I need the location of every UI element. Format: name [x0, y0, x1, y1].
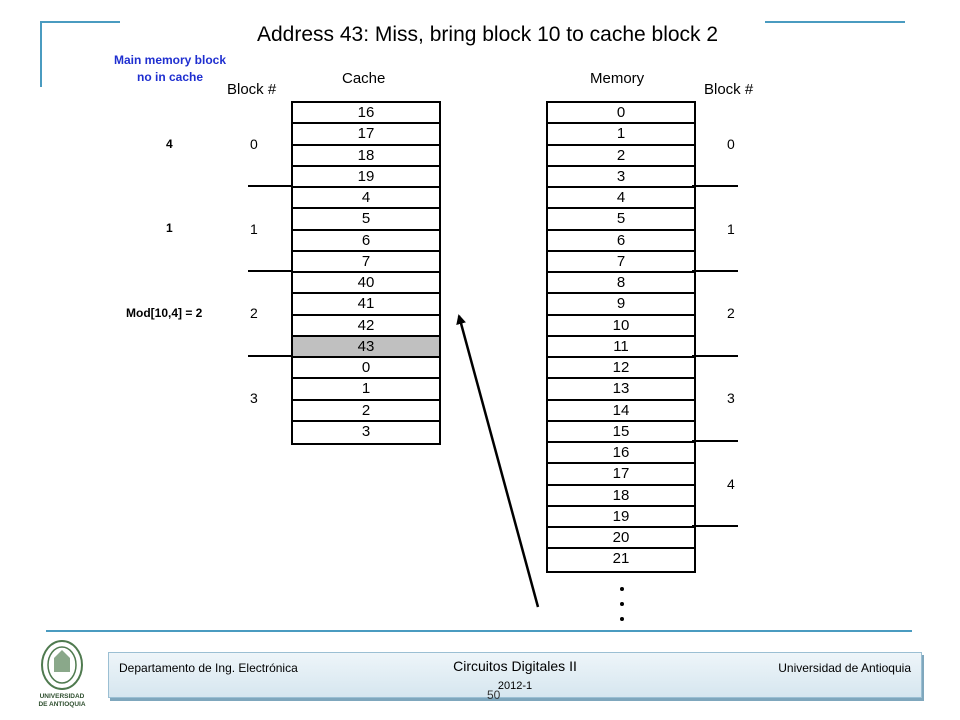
cache-block-divider: [248, 270, 292, 272]
memory-cell: 18: [548, 486, 694, 507]
memory-block-divider: [692, 185, 738, 187]
cache-cell: 1: [293, 379, 439, 401]
memory-cell: 19: [548, 507, 694, 528]
footer-university: Universidad de Antioquia: [778, 661, 911, 675]
footer-department: Departamento de Ing. Electrónica: [119, 661, 298, 675]
memory-block-label-4: 4: [727, 476, 735, 492]
svg-text:DE ANTIOQUIA: DE ANTIOQUIA: [38, 701, 85, 708]
cache-cell: 18: [293, 146, 439, 167]
memory-cell: 10: [548, 316, 694, 337]
continuation-dot: [620, 617, 624, 621]
memory-block-label-3: 3: [727, 390, 735, 406]
page-number: 50: [487, 688, 501, 702]
svg-text:UNIVERSIDAD: UNIVERSIDAD: [40, 693, 85, 700]
top-left-rule-v: [40, 21, 42, 87]
main-memory-block-header: Main memory block no in cache: [113, 53, 227, 84]
cache-block-label-0: 0: [250, 136, 258, 152]
cache-cell: 7: [293, 252, 439, 273]
cache-block-label-2: 2: [250, 305, 258, 321]
cache-cell: 16: [293, 103, 439, 125]
cache-cell: 4: [293, 188, 439, 210]
memory-block-divider: [692, 440, 738, 442]
memory-cell: 7: [548, 252, 694, 273]
memory-cell: 21: [612, 550, 630, 568]
memory-block-label-0: 0: [727, 136, 735, 152]
cache-cell: 41: [293, 294, 439, 316]
left-value-0: 4: [166, 137, 173, 151]
cache-block-header: Block #: [227, 81, 277, 98]
cache-column-header: Cache: [342, 70, 386, 87]
left-value-1: 1: [166, 221, 173, 235]
cache-cell: 5: [293, 209, 439, 231]
footer-year: 2012-1: [497, 680, 533, 692]
cache-cell: 43: [293, 336, 439, 358]
memory-cell: 16: [548, 443, 694, 465]
memory-column-header: Memory: [590, 70, 645, 87]
memory-cell: 9: [548, 294, 694, 316]
bottom-rule: [46, 630, 912, 632]
memory-cell: 6: [548, 231, 694, 252]
cache-block-divider: [248, 185, 292, 187]
cache-cell: 40: [293, 273, 439, 295]
memory-cell: 3: [548, 167, 694, 188]
memory-cell: 13: [548, 379, 694, 401]
footer-course: Circuitos Digitales II: [453, 658, 577, 674]
memory-block-header: Block #: [704, 81, 754, 98]
continuation-dot: [620, 587, 624, 591]
continuation-dot: [620, 602, 624, 606]
memory-cell: 14: [548, 401, 694, 422]
top-right-rule: [765, 21, 905, 23]
cache-cell: 19: [293, 167, 439, 188]
memory-block-label-1: 1: [727, 221, 735, 237]
memory-block-divider: [692, 525, 738, 527]
memory-cell: 5: [548, 209, 694, 231]
memory-cell: 4: [548, 188, 694, 210]
memory-cell: 0: [548, 103, 694, 125]
university-logo: UNIVERSIDAD DE ANTIOQUIA: [38, 640, 86, 708]
memory-block-divider: [692, 270, 738, 272]
cache-cell: 17: [293, 124, 439, 146]
slide-title: Address 43: Miss, bring block 10 to cach…: [257, 23, 719, 46]
memory-cell: 1: [548, 124, 694, 146]
memory-cell: 17: [548, 464, 694, 486]
memory-block-divider: [692, 355, 738, 357]
memory-block-label-2: 2: [727, 305, 735, 321]
memory-cell: 15: [548, 422, 694, 443]
cache-block-divider: [248, 355, 292, 357]
cache-block-label-3: 3: [250, 390, 258, 406]
left-value-2: Mod[10,4] = 2: [126, 306, 203, 320]
memory-cell: 11: [548, 337, 694, 358]
memory-cell: 20: [548, 528, 694, 550]
cache-cell: 0: [293, 358, 439, 380]
cache-block-label-1: 1: [250, 221, 258, 237]
memory-cell: 12: [548, 358, 694, 380]
memory-cell: 8: [548, 273, 694, 295]
memory-cell: 2: [548, 146, 694, 167]
top-left-rule-h: [40, 21, 120, 23]
cache-cell: 3: [361, 422, 371, 440]
cache-cell: 42: [293, 316, 439, 337]
cache-cell: 6: [293, 231, 439, 252]
footer-bar: Departamento de Ing. Electrónica Circuit…: [108, 652, 922, 698]
cache-cell: 2: [293, 401, 439, 422]
